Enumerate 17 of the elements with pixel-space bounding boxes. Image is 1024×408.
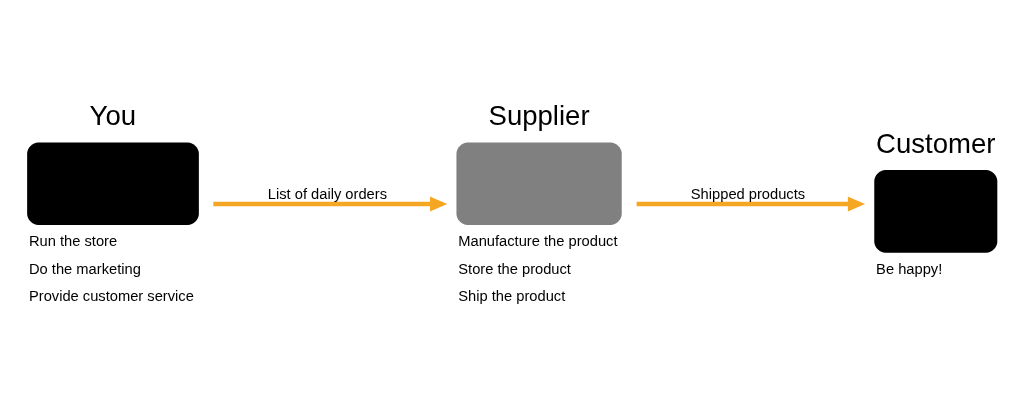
node-label: Ship the product	[458, 288, 566, 305]
node-label: Be happy!	[876, 260, 943, 277]
edge-label: List of daily orders	[267, 186, 388, 203]
node-label: Store the product	[458, 260, 571, 277]
node-box	[874, 170, 998, 253]
node-label: You	[89, 100, 137, 132]
node-label: Manufacture the product	[458, 233, 618, 250]
node-label: Supplier	[488, 100, 590, 132]
edge-label: Shipped products	[690, 186, 806, 203]
node-label: Run the store	[28, 233, 118, 250]
node-label: Provide customer service	[28, 288, 194, 305]
arrow	[636, 196, 866, 212]
arrow	[213, 196, 448, 212]
node-label: Customer	[876, 127, 996, 159]
node-label: Do the marketing	[28, 260, 141, 277]
node-box	[456, 142, 622, 226]
node-box	[27, 142, 199, 226]
